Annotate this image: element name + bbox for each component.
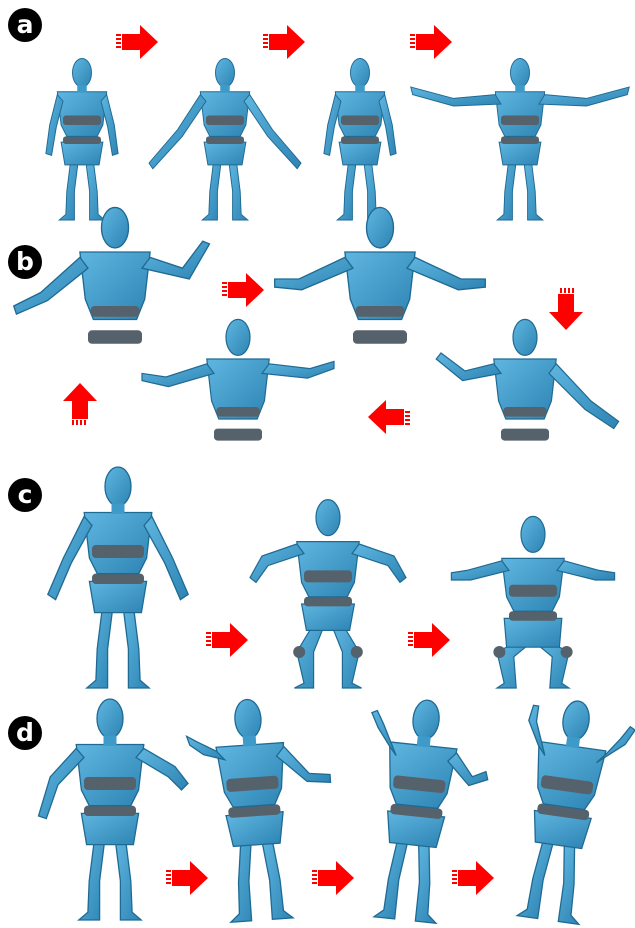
mannequin-figure-icon xyxy=(250,500,406,688)
mannequin-figure-icon xyxy=(46,58,118,220)
red-striped-arrow-icon xyxy=(206,623,248,657)
red-striped-arrow-icon xyxy=(166,861,208,895)
mannequin-figure-icon xyxy=(149,58,301,220)
red-striped-arrow-icon xyxy=(263,25,305,59)
red-striped-arrow-icon xyxy=(222,273,264,307)
mannequin-figure-icon xyxy=(411,58,630,220)
mannequin-figure-icon xyxy=(351,695,496,928)
panel-b xyxy=(14,207,619,440)
mannequin-figure-icon xyxy=(502,695,635,928)
red-striped-arrow-icon xyxy=(410,25,452,59)
red-striped-arrow-icon xyxy=(452,861,494,895)
mannequin-figure-icon xyxy=(451,516,614,688)
mannequin-figure-icon xyxy=(436,319,618,440)
mannequin-figure-icon xyxy=(184,694,339,924)
red-striped-arrow-icon xyxy=(408,623,450,657)
red-striped-arrow-icon xyxy=(116,25,158,59)
mannequin-figure-icon xyxy=(48,467,188,688)
red-striped-arrow-icon xyxy=(549,288,583,330)
red-striped-arrow-icon xyxy=(63,383,97,425)
mannequin-figure-icon xyxy=(14,207,210,343)
mannequin-figure-icon xyxy=(39,699,189,920)
mannequin-figure-icon xyxy=(275,207,486,343)
red-striped-arrow-icon xyxy=(368,400,410,434)
panel-a xyxy=(46,25,629,220)
panel-d xyxy=(39,694,635,928)
mannequin-figure-icon xyxy=(324,58,396,220)
panel-c xyxy=(48,467,615,688)
red-striped-arrow-icon xyxy=(312,861,354,895)
mannequin-figure-icon xyxy=(142,319,334,440)
